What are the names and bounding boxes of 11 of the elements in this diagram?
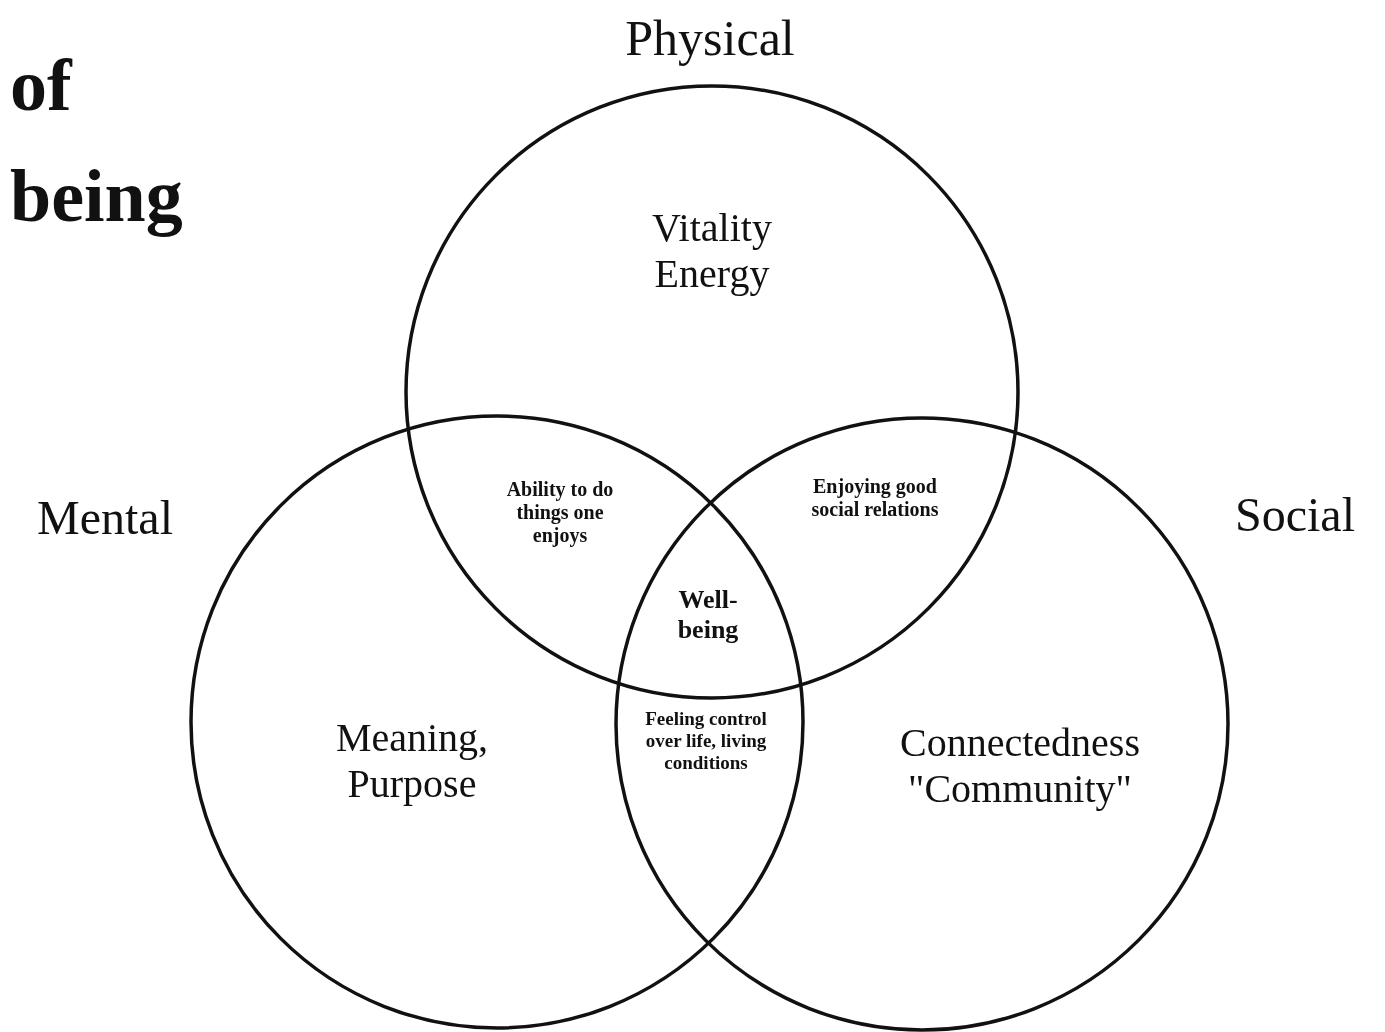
circle-heading: Mental [36,490,174,546]
overlap-text: Enjoying good social relations [810,475,940,521]
title: of being [10,43,184,239]
circle-heading: Physical [624,10,796,68]
region-text: Connectedness "Community" [899,720,1141,812]
circle-heading: Social [1234,487,1356,543]
overlap-text: Ability to do things one enjoys [505,478,615,547]
region-text: Meaning, Purpose [334,715,490,807]
region-text: Vitality Energy [651,205,773,297]
overlap-text: Well-being [676,585,740,645]
overlap-text: Feeling control over life, living conditions [644,708,768,774]
